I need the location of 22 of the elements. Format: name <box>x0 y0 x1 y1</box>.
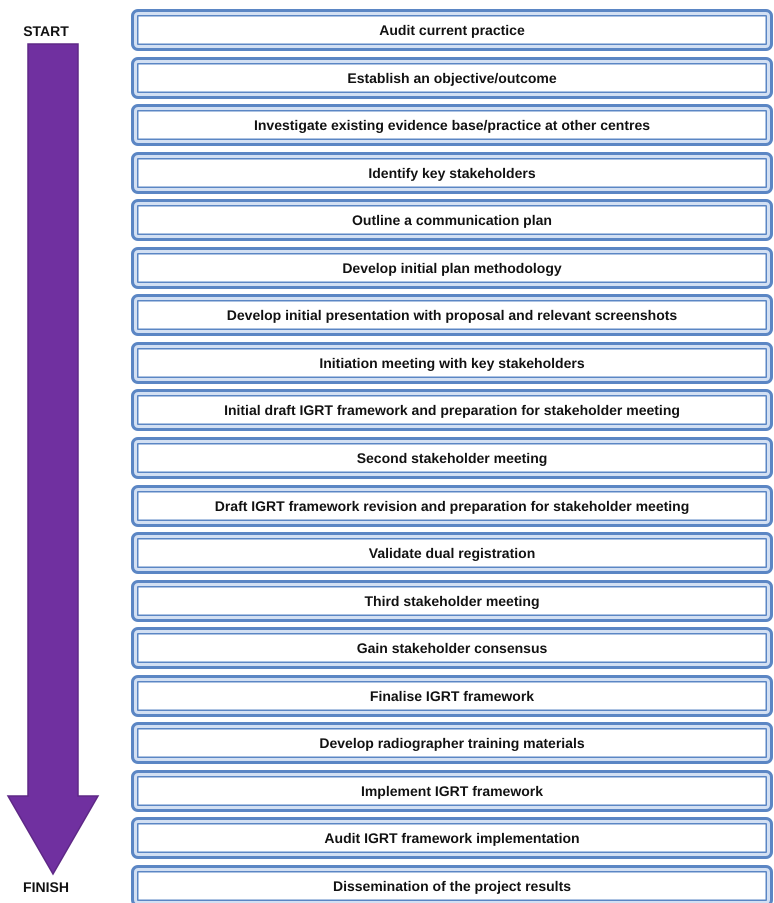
terminal-label: FINISH <box>23 879 69 895</box>
terminal-label: START <box>23 23 69 39</box>
process-box: Audit IGRT framework implementation <box>131 817 773 860</box>
process-box: Investigate existing evidence base/practice at other centres <box>131 104 773 146</box>
process-box: Draft IGRT framework revision and preparation for stakeholder meeting <box>131 484 773 526</box>
arrow <box>6 43 100 876</box>
process-box: Validate dual registration <box>131 532 773 574</box>
process-box: Establish an objective/outcome <box>131 56 773 99</box>
process-box: Dissemination of the project results <box>131 864 773 903</box>
process-box: Finalise IGRT framework <box>131 674 773 717</box>
process-box: Outline a communication plan <box>131 199 773 242</box>
process-box: Implement IGRT framework <box>131 770 773 812</box>
process-box: Audit current practice <box>131 9 773 51</box>
process-box: Initial draft IGRT framework and preparation for stakeholder meeting <box>131 389 773 432</box>
process-box: Develop initial presentation with proposal and relevant screenshots <box>131 294 773 336</box>
process-box: Third stakeholder meeting <box>131 580 773 622</box>
process-box: Identify key stakeholders <box>131 152 773 194</box>
process-box: Second stakeholder meeting <box>131 436 773 479</box>
process-box: Develop initial plan methodology <box>131 246 773 289</box>
process-box: Develop radiographer training materials <box>131 722 773 764</box>
process-box: Initiation meeting with key stakeholders <box>131 342 773 384</box>
process-box: Gain stakeholder consensus <box>131 627 773 670</box>
